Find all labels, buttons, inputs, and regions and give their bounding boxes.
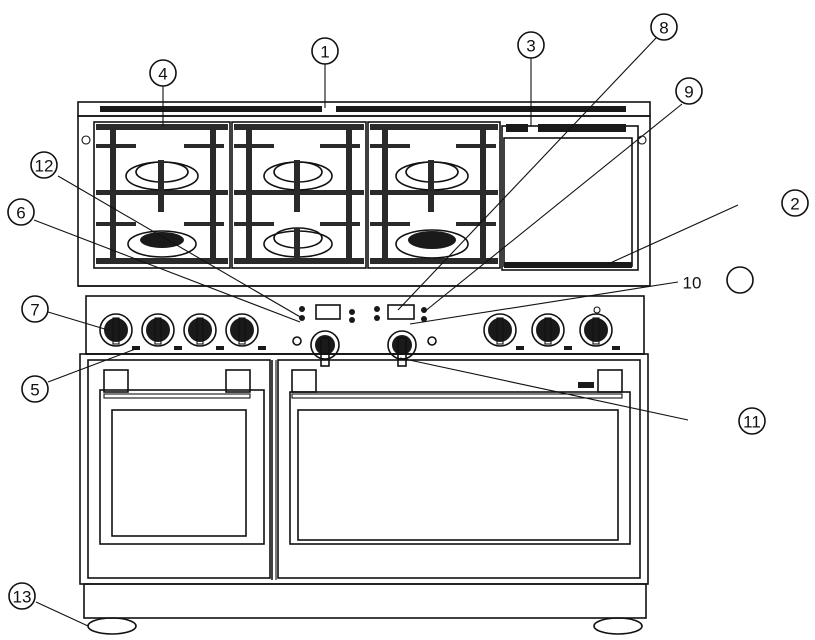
- callout-9: 9: [675, 77, 703, 105]
- callout-4-label: 4: [158, 65, 167, 84]
- control-panel: [85, 295, 645, 355]
- burners: [125, 160, 469, 264]
- callout-3-label: 3: [526, 37, 535, 56]
- callout-2: 2: [781, 189, 809, 217]
- legs: [87, 617, 643, 635]
- indicator-icons-left: [299, 306, 355, 323]
- callout-11: 11: [738, 407, 766, 435]
- callout-5-label: 5: [30, 381, 39, 400]
- oven-body: [79, 353, 649, 585]
- empty-callout-circle: [726, 266, 754, 294]
- leader-lines: [33, 37, 739, 627]
- burner-knob-4: [225, 313, 259, 347]
- left-oven-door: [87, 359, 271, 579]
- burner-knob-2: [141, 313, 175, 347]
- callout-12: 12: [30, 151, 58, 179]
- callout-6-label: 6: [16, 204, 25, 223]
- right-oven-handle: [291, 369, 623, 399]
- callout-5: 5: [21, 375, 49, 403]
- leg-right: [593, 617, 643, 635]
- burner-knob-1: [99, 313, 133, 347]
- callout-8: 8: [650, 13, 678, 41]
- burner-rear-right: [395, 160, 469, 212]
- center-controls: [292, 304, 437, 367]
- callout-13-label: 13: [13, 588, 32, 607]
- callout-4: 4: [149, 59, 177, 87]
- left-oven-handle: [103, 369, 251, 399]
- callout-10-label: 10: [683, 274, 702, 293]
- callout-13: 13: [8, 582, 36, 610]
- callout-3: 3: [517, 31, 545, 59]
- kick-plate: [83, 583, 647, 619]
- burner-knob-3: [183, 313, 217, 347]
- callout-8-label: 8: [659, 19, 668, 38]
- burner-front-right: [395, 229, 469, 259]
- cooktop: [77, 101, 651, 287]
- callout-6: 6: [7, 198, 35, 226]
- callout-1-label: 1: [320, 43, 329, 62]
- callout-7: 7: [21, 295, 49, 323]
- indicator-icons-right: [374, 306, 427, 322]
- callouts: 1 2 3 4 5 6 7 8: [7, 13, 809, 610]
- callout-7-label: 7: [30, 301, 39, 320]
- burner-rear-center: [263, 160, 333, 212]
- burner-front-left: [127, 230, 197, 258]
- callout-12-label: 12: [35, 157, 54, 176]
- burner-knob-6: [531, 313, 565, 347]
- callout-10: 10: [683, 274, 702, 293]
- display-left: [315, 304, 341, 320]
- burner-knob-5: [483, 313, 517, 347]
- right-oven-door: [277, 359, 641, 579]
- burner-rear-left: [125, 160, 199, 212]
- oven-knob-left: [310, 330, 340, 367]
- knobs-left: [99, 313, 266, 350]
- callout-1: 1: [311, 37, 339, 65]
- leg-left: [87, 617, 137, 635]
- side-post-left: [81, 135, 91, 145]
- callout-9-label: 9: [684, 83, 693, 102]
- oven-light-button-left: [292, 336, 302, 346]
- callout-11-label: 11: [743, 413, 761, 432]
- knobs-right: [483, 306, 620, 350]
- side-post-right: [637, 135, 647, 145]
- callout-2-label: 2: [790, 195, 799, 214]
- oven-knob-right: [387, 330, 417, 367]
- oven-light-button-right: [427, 336, 437, 346]
- backguard-vents: [100, 106, 626, 112]
- griddle-knob: [579, 306, 613, 347]
- griddle: [501, 124, 639, 271]
- display-right: [387, 304, 415, 320]
- burner-front-center: [263, 227, 333, 264]
